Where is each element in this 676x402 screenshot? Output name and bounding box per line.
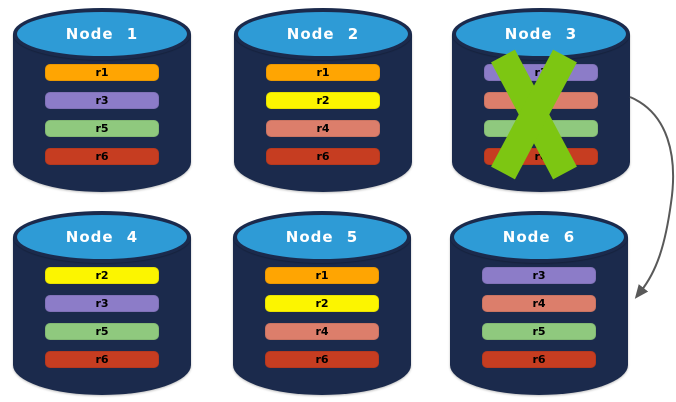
replica-bar: r4 [265, 323, 379, 340]
node-title: Node 3 [504, 25, 578, 43]
replica-bar: r2 [265, 295, 379, 312]
replica-bar: r2 [45, 267, 159, 284]
cylinder-top: Node 2 [234, 8, 412, 60]
cylinder-body [450, 237, 628, 395]
cylinder-top: Node 1 [13, 8, 191, 60]
replica-bar: r4 [266, 120, 380, 137]
cylinder-body [233, 237, 411, 395]
replica-bar-list: r2 r3 r5 r6 [45, 267, 159, 368]
node-cylinder-6: Node 6 r3 r4 r5 r6 [450, 211, 628, 395]
replica-bar: r5 [45, 120, 159, 137]
replica-bar-list: r1 r2 r4 r6 [265, 267, 379, 368]
node-cylinder-2: Node 2 r1 r2 r4 r6 [234, 8, 412, 192]
replica-bar: r6 [482, 351, 596, 368]
replica-bar: r4 [484, 92, 598, 109]
replica-bar: r6 [265, 351, 379, 368]
cylinder-top: Node 5 [233, 211, 411, 263]
replica-bar: r1 [265, 267, 379, 284]
node-title: Node 6 [502, 228, 576, 246]
replica-bar: r6 [45, 148, 159, 165]
replica-bar-list: r1 r3 r5 r6 [45, 64, 159, 165]
replica-bar: r2 [266, 92, 380, 109]
cylinder-top: Node 3 [452, 8, 630, 60]
replica-bar: r3 [45, 295, 159, 312]
node-cylinder-5: Node 5 r1 r2 r4 r6 [233, 211, 411, 395]
replica-bar: r5 [482, 323, 596, 340]
node-title: Node 5 [285, 228, 359, 246]
failover-arrow [629, 96, 675, 299]
replica-bar: r1 [266, 64, 380, 81]
cylinder-top: Node 6 [450, 211, 628, 263]
node-cylinder-1: Node 1 r1 r3 r5 r6 [13, 8, 191, 192]
replica-bar: r3 [484, 64, 598, 81]
node-cylinder-4: Node 4 r2 r3 r5 r6 [13, 211, 191, 395]
replica-bar: r3 [45, 92, 159, 109]
replica-bar: r3 [482, 267, 596, 284]
replica-bar-list: r3 r4 r5 r6 [482, 267, 596, 368]
cylinder-body [13, 237, 191, 395]
node-cylinder-3: Node 3 r3 r4 r5 r6 [452, 8, 630, 192]
cylinder-body [234, 34, 412, 192]
replica-bar: r1 [45, 64, 159, 81]
node-title: Node 2 [286, 25, 360, 43]
replica-bar: r4 [482, 295, 596, 312]
cylinder-top: Node 4 [13, 211, 191, 263]
replica-bar: r6 [266, 148, 380, 165]
cylinder-body [13, 34, 191, 192]
node-title: Node 1 [65, 25, 139, 43]
node-title: Node 4 [65, 228, 139, 246]
replica-bar: r5 [45, 323, 159, 340]
replica-bar: r6 [484, 148, 598, 165]
replica-bar-list: r1 r2 r4 r6 [266, 64, 380, 165]
replica-bar: r6 [45, 351, 159, 368]
replica-bar: r5 [484, 120, 598, 137]
replica-bar-list: r3 r4 r5 r6 [484, 64, 598, 165]
